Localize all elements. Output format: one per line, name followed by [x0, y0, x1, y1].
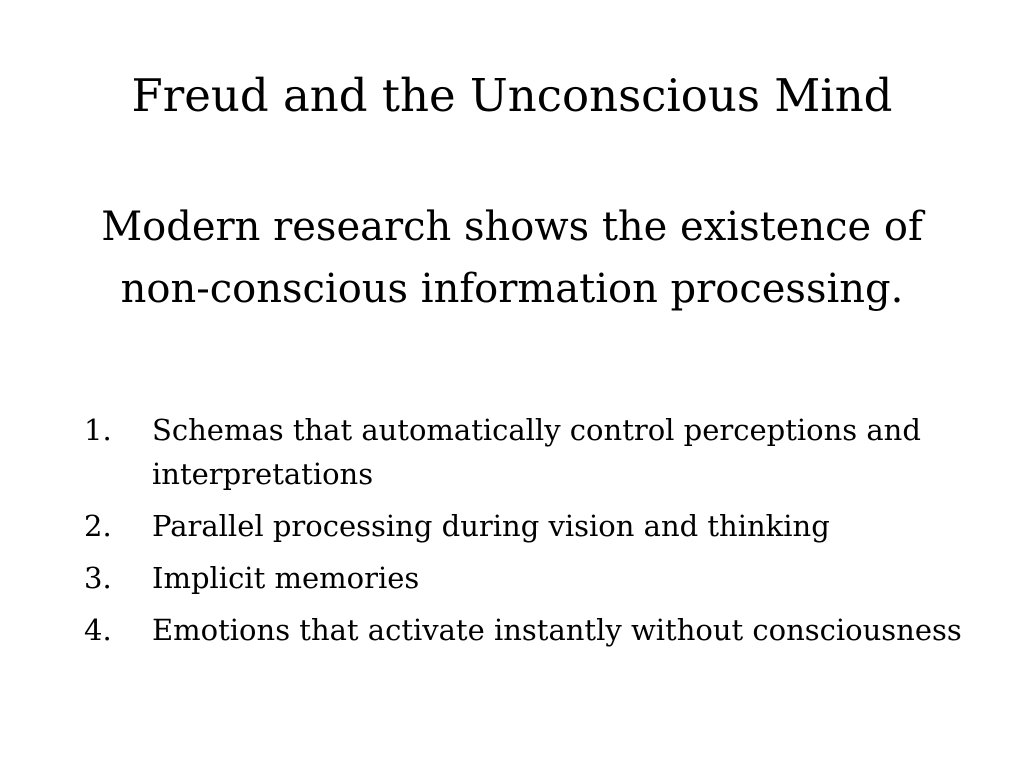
- slide-subtitle: Modern research shows the existence of n…: [62, 196, 962, 320]
- list-item-text: Schemas that automatically control perce…: [152, 413, 921, 491]
- subtitle-line: Modern research shows the existence of: [101, 204, 923, 250]
- subtitle-line: non-conscious information processing.: [120, 266, 904, 312]
- list-item-text: Parallel processing during vision and th…: [152, 509, 830, 543]
- list-item-number: 2.: [84, 509, 112, 543]
- list-item: 3. Implicit memories: [84, 556, 964, 600]
- list-item-text: Emotions that activate instantly without…: [152, 613, 962, 647]
- list-item-text: Implicit memories: [152, 561, 420, 595]
- list-item: 1. Schemas that automatically control pe…: [84, 408, 964, 496]
- slide-title: Freud and the Unconscious Mind: [131, 69, 893, 122]
- list-item-number: 4.: [84, 613, 112, 647]
- list-item: 2. Parallel processing during vision and…: [84, 504, 964, 548]
- list-item: 4. Emotions that activate instantly with…: [84, 608, 964, 652]
- list-item-number: 1.: [84, 413, 112, 447]
- point-list: 1. Schemas that automatically control pe…: [84, 408, 964, 660]
- list-item-number: 3.: [84, 561, 112, 595]
